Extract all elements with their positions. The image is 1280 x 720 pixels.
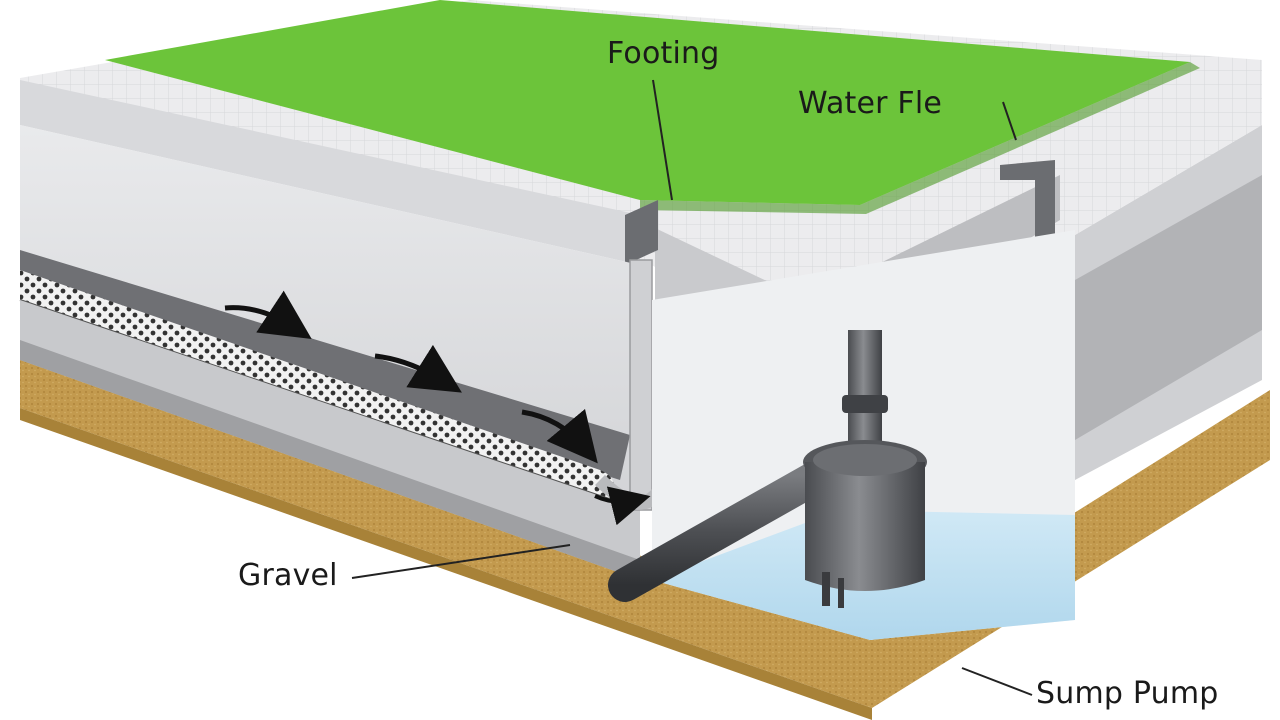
- inlet-pipe: [608, 458, 837, 602]
- flow-arrow: [224, 290, 312, 339]
- sump-leader: [961, 667, 1033, 696]
- gravel-drain: [20, 270, 615, 500]
- flow-arrow: [374, 344, 462, 393]
- sump-pump-label: Sump Pump: [1036, 676, 1219, 711]
- gravel-leader: [351, 544, 571, 579]
- gravel-label: Gravel: [238, 558, 338, 593]
- footing-label: Footing: [607, 36, 720, 71]
- footing-slab: [20, 80, 640, 265]
- water-table-label: Water Fle: [798, 86, 943, 121]
- water-leader: [1002, 101, 1017, 141]
- flow-arrow: [594, 486, 651, 526]
- flow-arrow: [521, 408, 598, 464]
- grass-field: [105, 0, 1190, 205]
- footing-leader: [652, 79, 673, 201]
- sump-pump: [805, 462, 925, 591]
